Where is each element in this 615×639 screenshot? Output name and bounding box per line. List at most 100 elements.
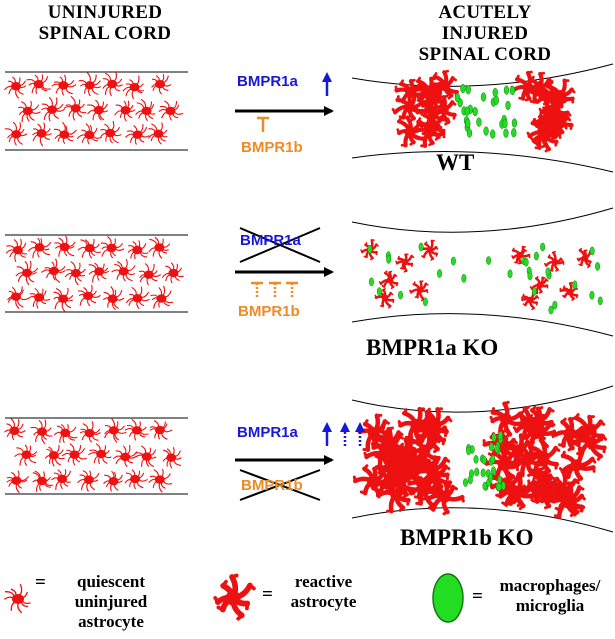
astrocyte-process <box>57 266 66 272</box>
row2-bmpr1a-label: BMPR1a <box>240 232 301 249</box>
astrocyte-process <box>162 480 173 485</box>
quiescent-astrocyte <box>151 73 172 95</box>
astrocyte-process <box>68 241 76 247</box>
astrocyte-branch <box>425 407 431 414</box>
astrocyte-branch <box>392 456 399 462</box>
astrocyte-branch <box>433 447 440 454</box>
astrocyte-process <box>116 474 123 481</box>
astrocyte-branch <box>528 254 531 258</box>
astrocyte-process <box>77 246 87 251</box>
macrophage <box>548 305 554 315</box>
astrocyte-branch <box>359 490 367 495</box>
quiescent-astrocyte <box>61 443 87 466</box>
astrocyte-process <box>140 250 149 254</box>
astrocyte-process <box>64 301 72 309</box>
astrocyte-process <box>85 123 90 133</box>
astrocyte-branch <box>526 70 533 75</box>
legend-reactive-astrocyte <box>213 573 256 621</box>
astrocyte-process <box>139 275 146 283</box>
astrocyte-branch <box>561 450 566 458</box>
astrocyte-body <box>404 101 416 113</box>
astrocyte-branch <box>424 241 428 245</box>
row2-bmpr1b-label: BMPR1b <box>238 303 300 320</box>
astrocyte-branch <box>529 482 536 489</box>
legend-quiescent-astrocyte <box>4 583 31 614</box>
astrocyte-body <box>9 426 20 436</box>
astrocyte-body <box>526 296 534 304</box>
astrocyte-branch <box>360 249 364 253</box>
astrocyte-body <box>141 452 152 461</box>
astrocyte-process <box>39 136 44 147</box>
astrocyte-body <box>60 428 71 438</box>
macrophage <box>463 478 468 487</box>
astrocyte-branch <box>577 485 585 491</box>
astrocyte-process <box>24 457 28 467</box>
up-arrow-head <box>322 72 332 82</box>
astrocyte-branch <box>415 84 420 91</box>
quiescent-astrocyte <box>138 263 162 286</box>
up-arrow-head <box>340 422 350 432</box>
astrocyte-process <box>62 121 66 132</box>
astrocyte-branch <box>568 416 576 421</box>
astrocyte-body <box>154 425 165 435</box>
astrocyte-process <box>125 133 134 138</box>
astrocyte-body <box>516 251 524 259</box>
astrocyte-branch <box>539 81 545 87</box>
reactive-astrocyte <box>429 69 459 100</box>
astrocyte-branch <box>562 285 566 290</box>
astrocyte-branch <box>538 107 544 114</box>
astrocyte-branch <box>405 486 411 493</box>
macrophage <box>490 454 496 464</box>
astrocyte-body <box>536 281 544 289</box>
astrocyte-process <box>51 477 59 481</box>
astrocyte-body <box>33 80 44 89</box>
astrocyte-branch <box>588 260 592 265</box>
astrocyte-body <box>499 413 512 426</box>
astrocyte-process <box>163 473 171 480</box>
astrocyte-process <box>53 431 62 436</box>
astrocyte-process <box>72 110 76 121</box>
astrocyte-branch <box>549 475 556 481</box>
astrocyte-body <box>154 475 165 484</box>
astrocyte-branch <box>551 126 558 131</box>
astrocyte-body <box>390 488 403 501</box>
astrocyte-process <box>32 249 38 259</box>
astrocyte-branch <box>531 307 535 311</box>
astrocyte-process <box>40 269 51 273</box>
astrocyte-process <box>54 273 61 283</box>
astrocyte-branch <box>363 419 369 426</box>
macrophage <box>589 290 595 300</box>
astrocyte-process <box>113 72 117 82</box>
astrocyte-branch <box>369 483 375 490</box>
astrocyte-branch <box>376 454 384 459</box>
astrocyte-process <box>12 121 18 132</box>
legend-macrophage-line2: microglia <box>515 596 585 615</box>
macrophage <box>500 481 506 491</box>
astrocyte-process <box>51 83 60 87</box>
astrocyte-process <box>104 85 110 95</box>
astrocyte-branch <box>562 261 565 265</box>
astrocyte-process <box>70 95 76 106</box>
astrocyte-body <box>34 243 45 252</box>
astrocyte-branch <box>451 485 458 491</box>
astrocyte-branch <box>398 115 405 119</box>
astrocyte-body <box>34 293 45 302</box>
astrocyte-branch <box>569 510 576 517</box>
row3-bmpr1a-up-arrow-3 <box>355 422 365 446</box>
astrocyte-body <box>131 426 142 435</box>
astrocyte-body <box>418 479 431 492</box>
astrocyte-process <box>4 128 14 133</box>
astrocyte-branch <box>433 97 440 101</box>
astrocyte-branch <box>417 433 425 439</box>
astrocyte-body <box>166 453 177 462</box>
astrocyte-branch <box>498 490 504 497</box>
astrocyte-branch <box>411 470 417 477</box>
quiescent-astrocyte <box>125 286 150 310</box>
astrocyte-branch <box>550 431 555 439</box>
astrocyte-process <box>115 243 124 249</box>
astrocyte-process <box>28 275 35 283</box>
quiescent-astrocyte <box>158 100 184 121</box>
reactive-astrocyte <box>576 247 594 269</box>
astrocyte-process <box>36 299 39 309</box>
astrocyte-process <box>20 476 29 482</box>
